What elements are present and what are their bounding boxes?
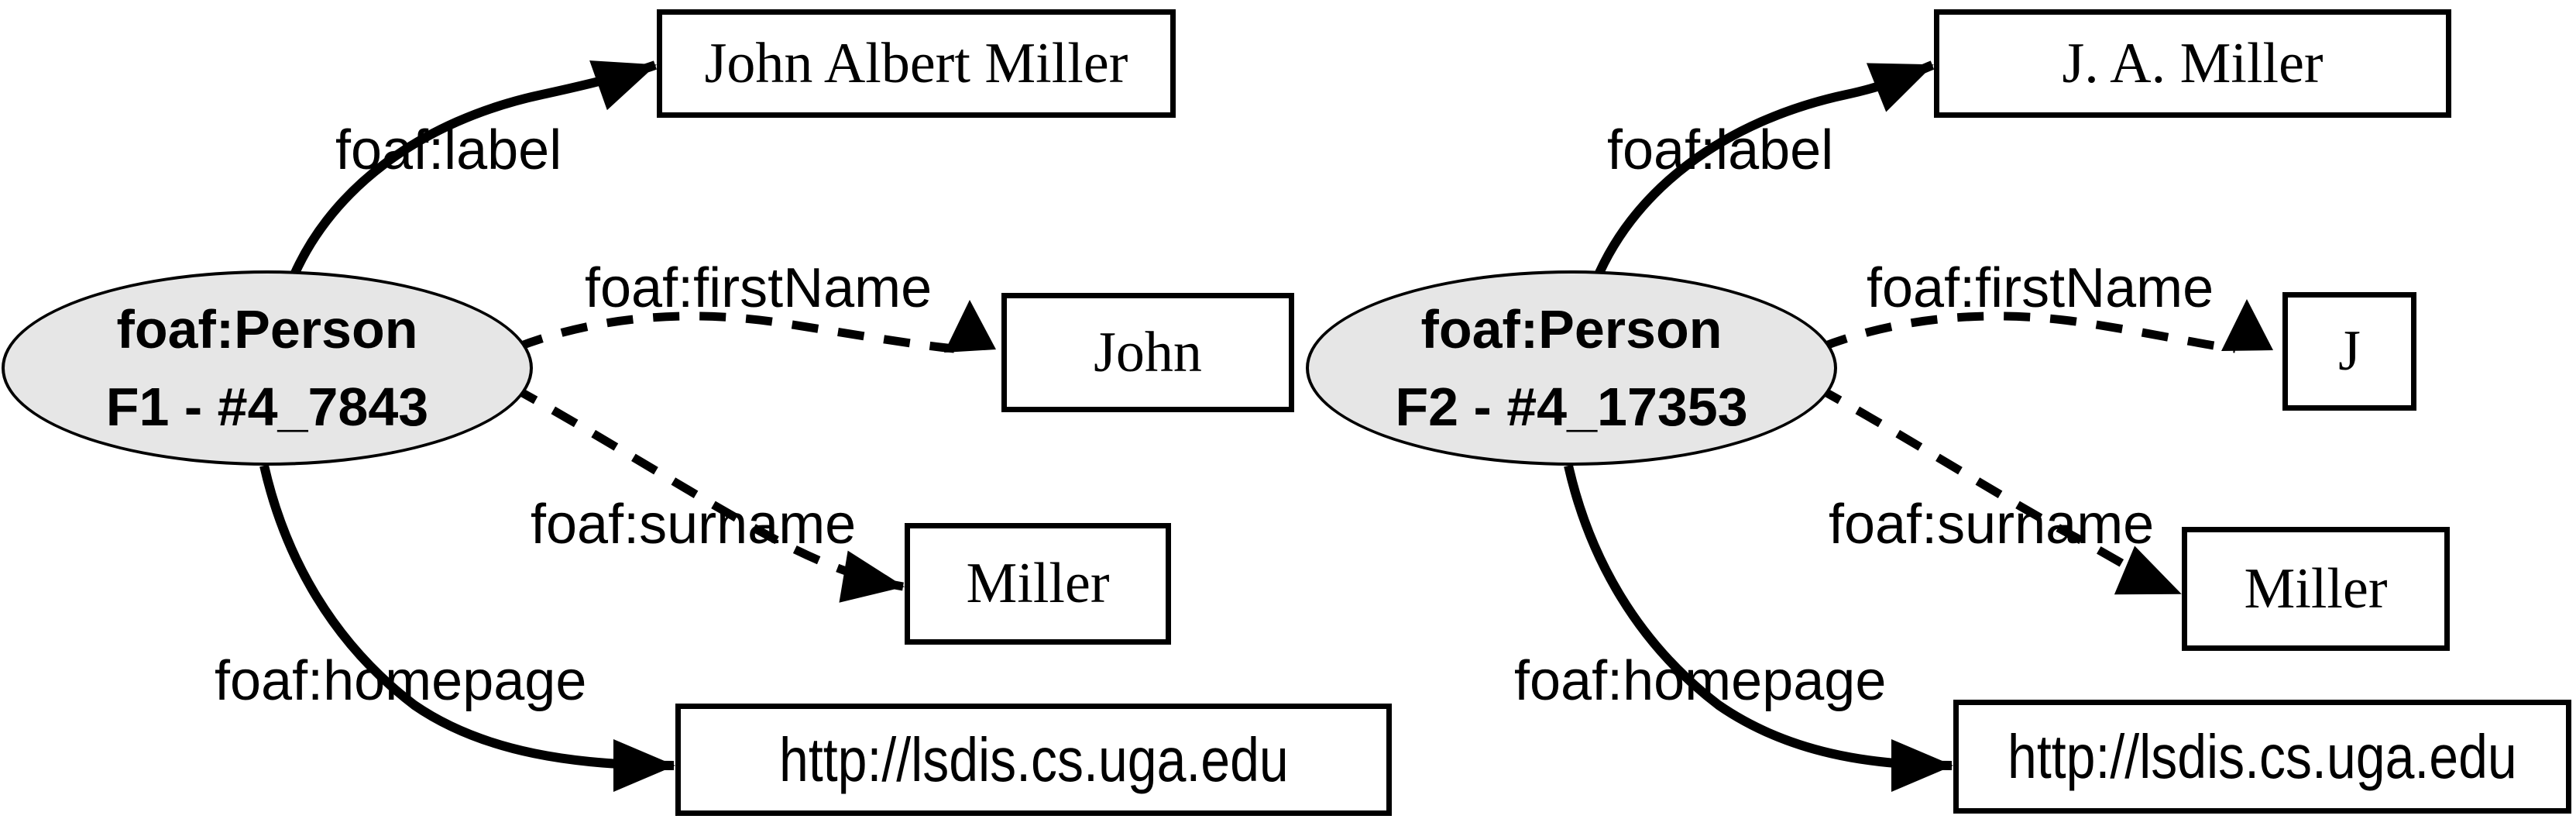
literal-value: Miller [2244,556,2388,621]
literal-value: J [2338,319,2361,383]
edge-foaf-label-f1 [283,60,658,292]
edge-foaf-surname-f1 [510,384,905,603]
literal-box-homepage-f1: http://lsdis.cs.uga.edu [675,704,1392,816]
firstname-arrowhead-f2 [2221,299,2273,351]
edge-foaf-surname-f2 [1815,384,2183,598]
person-node-f1: foaf:Person F1 - #4_7843 [2,270,533,466]
literal-value: http://lsdis.cs.uga.edu [2008,721,2517,791]
person-type-label: foaf:Person [1420,299,1722,360]
literal-box-label-f1: John Albert Miller [657,9,1176,118]
predicate-label-foaf-homepage-f1: foaf:homepage [215,650,587,712]
literal-box-label-f2: J. A. Miller [1934,9,2451,118]
edge-foaf-label-f2 [1588,60,1935,292]
literal-box-firstname-f1: John [1001,293,1294,412]
person-id-label: F1 - #4_7843 [105,377,429,437]
literal-value: J. A. Miller [2062,31,2324,95]
person-id-label: F2 - #4_17353 [1395,377,1748,437]
edge-foaf-firstname-f1 [516,311,955,353]
edge-foaf-firstname-f2 [1820,311,2236,353]
person-node-f2: foaf:Person F2 - #4_17353 [1306,270,1837,466]
predicate-label-foaf-label-f1: foaf:label [335,119,562,181]
literal-box-homepage-f2: http://lsdis.cs.uga.edu [1953,700,2571,814]
predicate-label-foaf-firstname-f2: foaf:firstName [1867,257,2214,319]
literal-box-surname-f2: Miller [2182,527,2450,651]
predicate-label-foaf-surname-f2: foaf:surname [1829,494,2155,556]
predicate-label-foaf-firstname-f1: foaf:firstName [585,257,933,319]
literal-box-firstname-f2: J [2282,292,2416,411]
literal-value: John [1094,320,1202,384]
firstname-arrowhead-f1 [944,300,996,353]
predicate-label-foaf-surname-f1: foaf:surname [531,494,857,556]
predicate-label-foaf-label-f2: foaf:label [1607,119,1834,181]
edge-foaf-homepage-f2 [1564,464,1953,792]
literal-box-surname-f1: Miller [905,523,1171,645]
literal-value: Miller [966,552,1110,615]
person-type-label: foaf:Person [116,299,418,360]
edge-foaf-homepage-f1 [259,464,675,792]
predicate-label-foaf-homepage-f2: foaf:homepage [1514,650,1887,712]
literal-value: http://lsdis.cs.uga.edu [778,724,1289,794]
literal-value: John Albert Miller [704,31,1128,95]
